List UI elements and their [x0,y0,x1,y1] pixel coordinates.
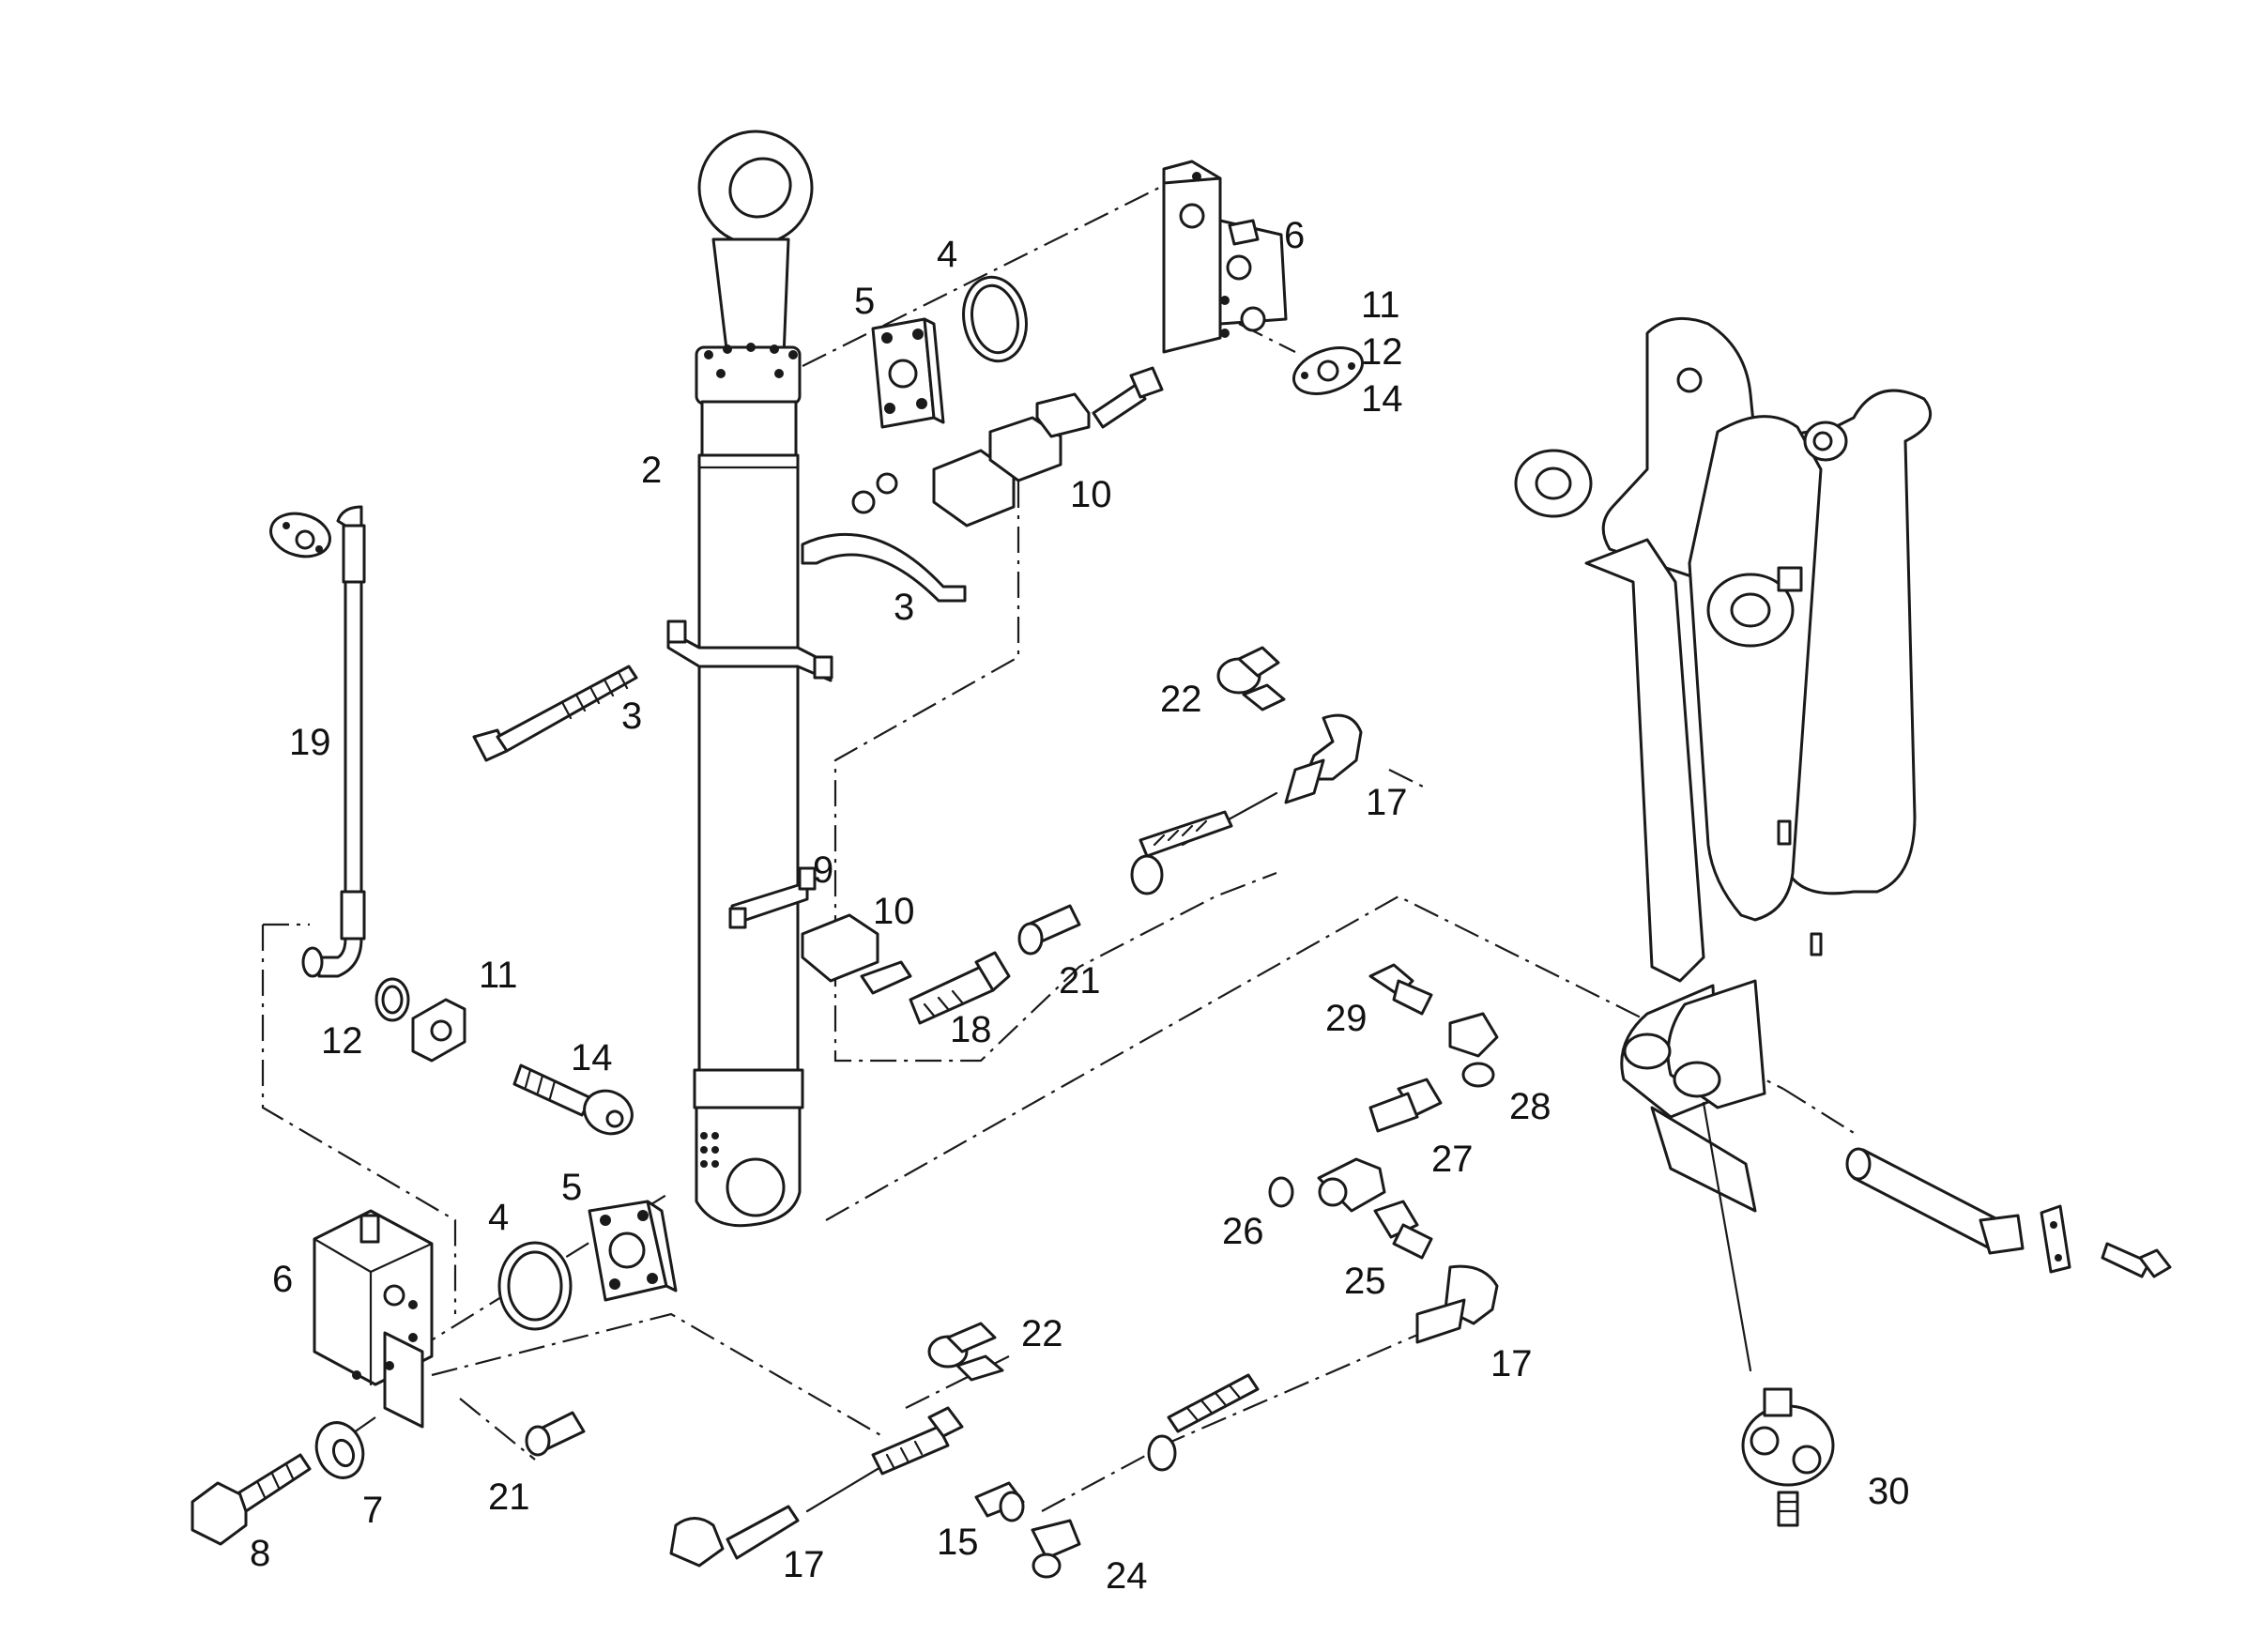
callout-4-top: 4 [937,234,957,275]
callout-30: 30 [1868,1471,1910,1512]
callout-6-bottom: 6 [272,1259,293,1300]
adapter-27 [1368,1078,1443,1133]
half-clamp-3 [801,472,967,603]
callout-10-lower: 10 [873,891,915,932]
assembly-lines [261,182,1859,1512]
callout-18: 18 [950,1009,992,1050]
flange-plate-5-bottom [588,1200,678,1302]
lock-plate [2040,1204,2071,1274]
fitting-15 [974,1481,1025,1522]
elbow-24 [1031,1519,1081,1579]
hose-17-upper [1130,713,1363,895]
bolt-8 [191,1453,312,1546]
callout-21-bottom: 21 [488,1476,530,1518]
callout-6-top: 6 [1284,215,1305,256]
callout-11-left: 11 [479,955,518,996]
nipple-21-upper [1017,904,1081,956]
callout-12-left: 12 [321,1020,363,1062]
small-bolt-top [1092,366,1164,429]
callout-14-top: 14 [1361,378,1403,420]
callout-4-bottom: 4 [488,1197,509,1238]
boom-pin [1845,1147,2025,1255]
flange-11-top [1292,346,1364,395]
callout-3-clamp: 3 [894,587,914,628]
callout-3-bolt: 3 [621,696,642,737]
cylinder-clamp-upper [666,620,833,682]
valve-block-6-bottom [313,1209,434,1429]
callout-17-bottom: 17 [783,1544,825,1585]
flange-plate-5-top [871,317,945,429]
pipe-19 [269,505,366,978]
excavator-boom [1514,316,1933,1213]
hose-17-bottom [669,1406,964,1568]
bolt-14-left [512,1063,634,1136]
hose-end-18 [909,951,1011,1025]
callout-5-bottom: 5 [561,1167,582,1208]
callout-19: 19 [289,722,331,763]
callout-2: 2 [641,450,662,491]
callout-8: 8 [250,1533,270,1574]
callout-24: 24 [1106,1555,1148,1597]
callout-10-top: 10 [1070,474,1112,515]
o-ring-4-top [962,275,1028,363]
callout-26: 26 [1222,1211,1264,1252]
valve-block-6-top [1162,160,1288,354]
callout-11-top: 11 [1361,284,1400,326]
callout-15: 15 [937,1522,979,1563]
long-bolt-3 [472,665,638,762]
cylinder-clamp-lower [728,866,817,929]
o-ring-4-bottom [497,1241,573,1331]
hydraulic-cylinder [693,130,814,1228]
hose-17-right [1147,1264,1499,1472]
callout-22-upper: 22 [1160,679,1202,720]
callout-12-top: 12 [1361,331,1403,373]
adapter-25 [1373,1200,1433,1260]
callout-29: 29 [1325,998,1368,1039]
callout-25: 25 [1344,1261,1386,1302]
callout-17-upper: 17 [1366,782,1408,823]
tee-26 [1268,1157,1386,1213]
elbow-28 [1448,1012,1499,1088]
clamp-block-10-upper [932,392,1091,528]
callout-17-right: 17 [1490,1343,1533,1384]
callout-28: 28 [1509,1086,1551,1127]
callout-labels: 2 3 3 4 5 6 10 11 12 14 19 3 22 17 9 10 … [250,215,1910,1597]
callout-22-bottom: 22 [1021,1313,1063,1354]
callout-9: 9 [813,849,833,891]
callout-7: 7 [362,1490,383,1531]
washer-7 [314,1421,365,1479]
callout-14-left: 14 [571,1037,613,1078]
callout-27: 27 [1431,1139,1474,1180]
o-ring-12-left [374,977,410,1022]
nipple-21-bottom [525,1411,586,1457]
pipe-clamp-30 [1702,1101,1835,1527]
lock-bolt [2101,1242,2172,1278]
tee-fitting-22-bottom [927,1322,1004,1382]
flange-11-left [411,998,466,1063]
fitting-29 [1368,963,1433,1016]
callout-21-upper: 21 [1059,960,1101,1002]
tee-fitting-22-upper [1216,646,1286,711]
clamp-block-10-lower [801,913,912,995]
callout-5-top: 5 [854,281,875,322]
